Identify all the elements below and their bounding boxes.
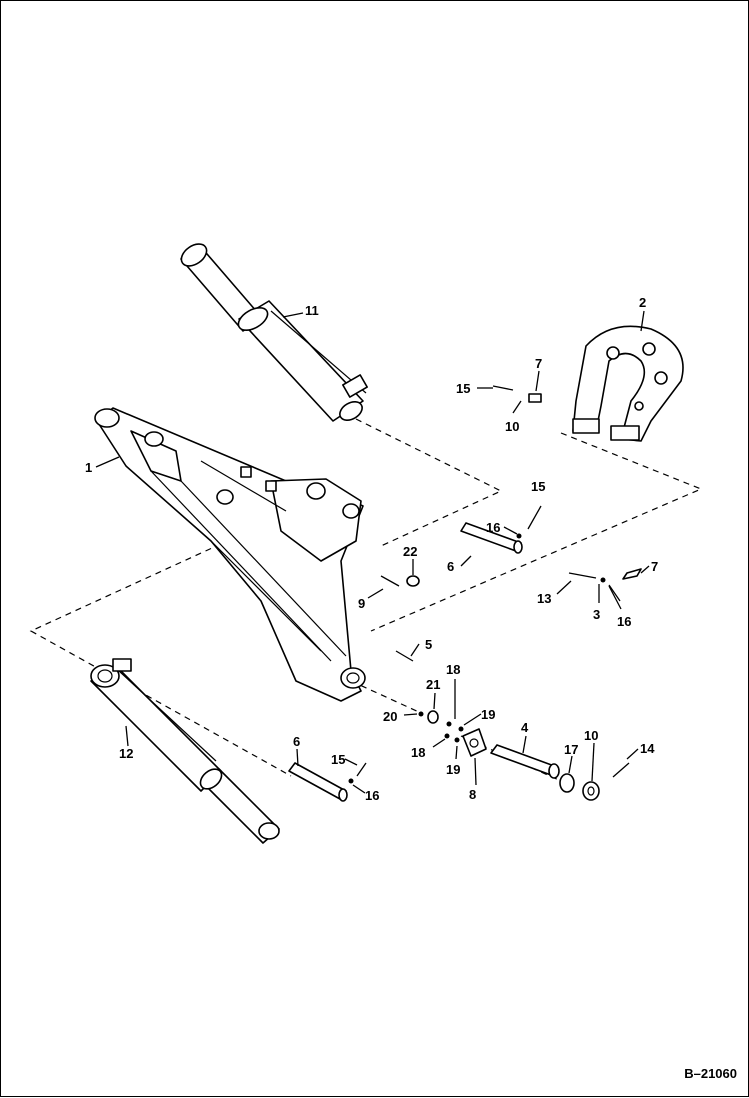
callout-5: 5 bbox=[425, 637, 432, 652]
callout-10b: 10 bbox=[584, 728, 598, 743]
callout-2: 2 bbox=[639, 295, 646, 310]
callout-17: 17 bbox=[564, 742, 578, 757]
callout-7b: 7 bbox=[651, 559, 658, 574]
callout-19a: 19 bbox=[481, 707, 495, 722]
callout-22: 22 bbox=[403, 544, 417, 559]
callout-10a: 10 bbox=[505, 419, 519, 434]
callout-20: 20 bbox=[383, 709, 397, 724]
callout-15b: 15 bbox=[531, 479, 545, 494]
callout-16a: 16 bbox=[486, 520, 500, 535]
callout-18b: 18 bbox=[411, 745, 425, 760]
callout-15a: 15 bbox=[456, 381, 470, 396]
callout-1: 1 bbox=[85, 460, 92, 475]
callout-6a: 6 bbox=[447, 559, 454, 574]
callout-8: 8 bbox=[469, 787, 476, 802]
assembly-lines bbox=[29, 418, 703, 782]
callout-18a: 18 bbox=[446, 662, 460, 677]
callouts: 1 2 3 4 5 6 6 7 7 8 9 10 10 11 12 13 14 … bbox=[85, 295, 658, 803]
callout-11: 11 bbox=[305, 303, 319, 318]
figure-id: B–21060 bbox=[684, 1066, 737, 1081]
callout-14: 14 bbox=[640, 741, 655, 756]
callout-13: 13 bbox=[537, 591, 551, 606]
leader-lines bbox=[95, 310, 650, 794]
callout-21: 21 bbox=[426, 677, 440, 692]
callout-9: 9 bbox=[358, 596, 365, 611]
callout-19b: 19 bbox=[446, 762, 460, 777]
callout-15c: 15 bbox=[331, 752, 345, 767]
hardware bbox=[288, 385, 642, 802]
callout-6b: 6 bbox=[293, 734, 300, 749]
callout-3: 3 bbox=[593, 607, 600, 622]
callout-7a: 7 bbox=[535, 356, 542, 371]
callout-12: 12 bbox=[119, 746, 133, 761]
callout-16b: 16 bbox=[617, 614, 631, 629]
cylinder-upper bbox=[180, 243, 368, 422]
boom bbox=[94, 407, 366, 702]
callout-16c: 16 bbox=[365, 788, 379, 803]
swing-bracket bbox=[572, 325, 684, 442]
cylinder-lower bbox=[90, 658, 280, 844]
callout-4: 4 bbox=[521, 720, 529, 735]
